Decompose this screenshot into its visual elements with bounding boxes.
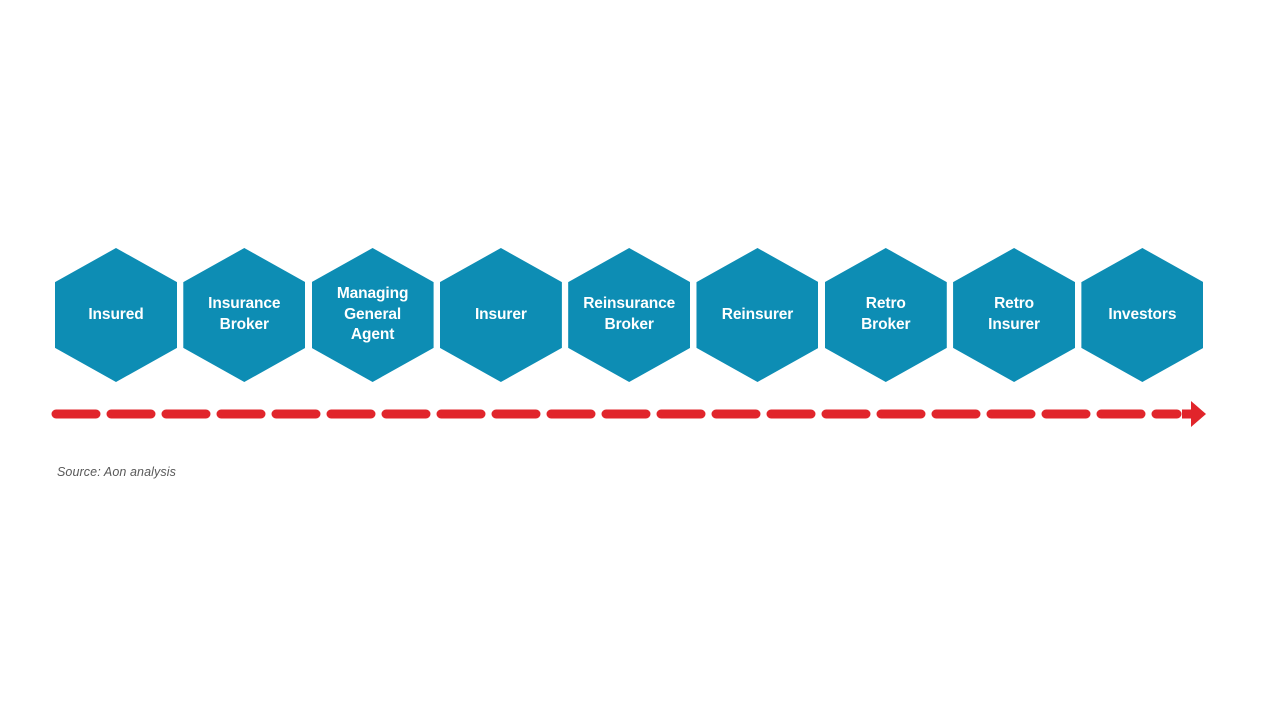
- chain-node-label: Reinsurer: [721, 305, 794, 323]
- chain-node-insured[interactable]: Insured: [55, 248, 183, 382]
- source-caption: Source: Aon analysis: [57, 465, 176, 479]
- hexagon-shape: Insured: [55, 248, 177, 382]
- hexagon-shape: Insurer: [439, 248, 562, 382]
- chain-node-investors[interactable]: Investors: [1081, 248, 1209, 382]
- chain-node-label: Insured: [88, 305, 144, 323]
- arrow-head: [1191, 401, 1206, 427]
- chain-node-label: Investors: [1108, 305, 1177, 323]
- hexagon-shape: Retro Insurer: [953, 248, 1076, 382]
- chain-node-reinsurance-broker[interactable]: Reinsurance Broker: [568, 248, 696, 382]
- hexagon-shape: Reinsurance Broker: [568, 248, 691, 382]
- chain-node-reinsurer[interactable]: Reinsurer: [696, 248, 824, 382]
- chain-node-label: Retro Insurer: [988, 295, 1040, 333]
- chain-node-label: Reinsurance Broker: [583, 295, 676, 333]
- chain-node-retro-insurer[interactable]: Retro Insurer: [953, 248, 1081, 382]
- chain-node-label: Retro Broker: [861, 295, 911, 333]
- hexagon-shape: Retro Broker: [824, 248, 947, 382]
- hexagon-shape: Investors: [1081, 248, 1204, 382]
- chain-node-label: Insurer: [474, 305, 527, 323]
- flow-direction-arrow-icon: [51, 401, 1206, 427]
- chain-node-retro-broker[interactable]: Retro Broker: [824, 248, 953, 382]
- chain-node-managing-general-agent[interactable]: Managing General Agent: [311, 248, 440, 382]
- hexagon-shape: Reinsurer: [696, 248, 819, 382]
- chain-node-insurance-broker[interactable]: Insurance Broker: [183, 248, 311, 382]
- hexagon-shape: Insurance Broker: [183, 248, 306, 382]
- hexagon-shape: Managing General Agent: [311, 248, 434, 382]
- risk-transfer-chain: Insured Insurance Broker Managing Genera…: [55, 248, 1210, 382]
- chain-node-label: Managing General Agent: [336, 285, 409, 344]
- chain-node-label: Insurance Broker: [208, 295, 281, 333]
- chain-node-insurer[interactable]: Insurer: [439, 248, 568, 382]
